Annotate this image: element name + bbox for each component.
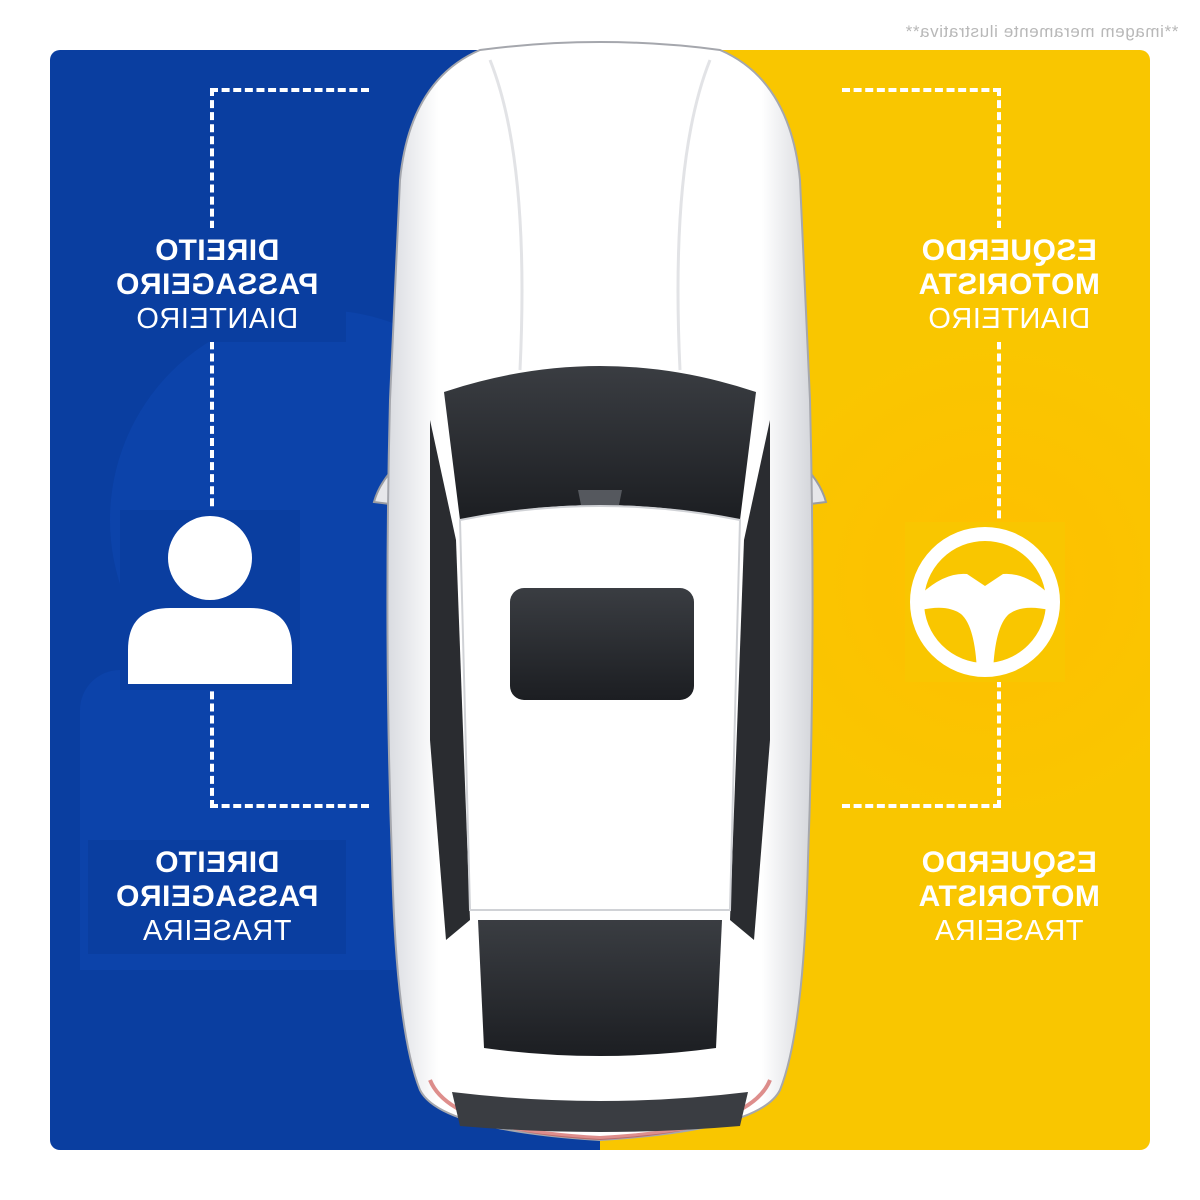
front-passenger-label: DIREITO PASSAGEIRO DIANTEIRO [88,228,346,342]
passenger-side-dashed-outline [210,88,369,808]
label-line-1: DIREITO [154,234,280,267]
label-line-3: TRASEIRA [142,915,292,947]
label-line-2: PASSAGEIRO [115,268,319,301]
disclaimer-text: **imagem meramente ilustrativa** [904,22,1178,41]
label-line-2: MOTORISTA [918,268,1100,301]
rear-driver-label: ESQUERDO MOTORISTA TRASEIRA [880,840,1138,954]
label-line-3: DIANTEIRO [927,303,1091,335]
label-line-1: ESQUERDO [921,234,1097,267]
car-top-view [372,41,828,1142]
label-line-1: DIREITO [154,846,280,879]
label-line-2: PASSAGEIRO [115,880,319,913]
front-driver-label: ESQUERDO MOTORISTA DIANTEIRO [880,228,1138,342]
label-line-1: ESQUERDO [921,846,1097,879]
label-line-2: MOTORISTA [918,880,1100,913]
person-icon [120,510,300,690]
steering-wheel-icon [905,522,1065,682]
label-line-3: DIANTEIRO [135,303,299,335]
driver-side-dashed-outline [842,88,1001,808]
label-line-3: TRASEIRA [934,915,1084,947]
rear-passenger-label: DIREITO PASSAGEIRO TRASEIRA [88,840,346,954]
